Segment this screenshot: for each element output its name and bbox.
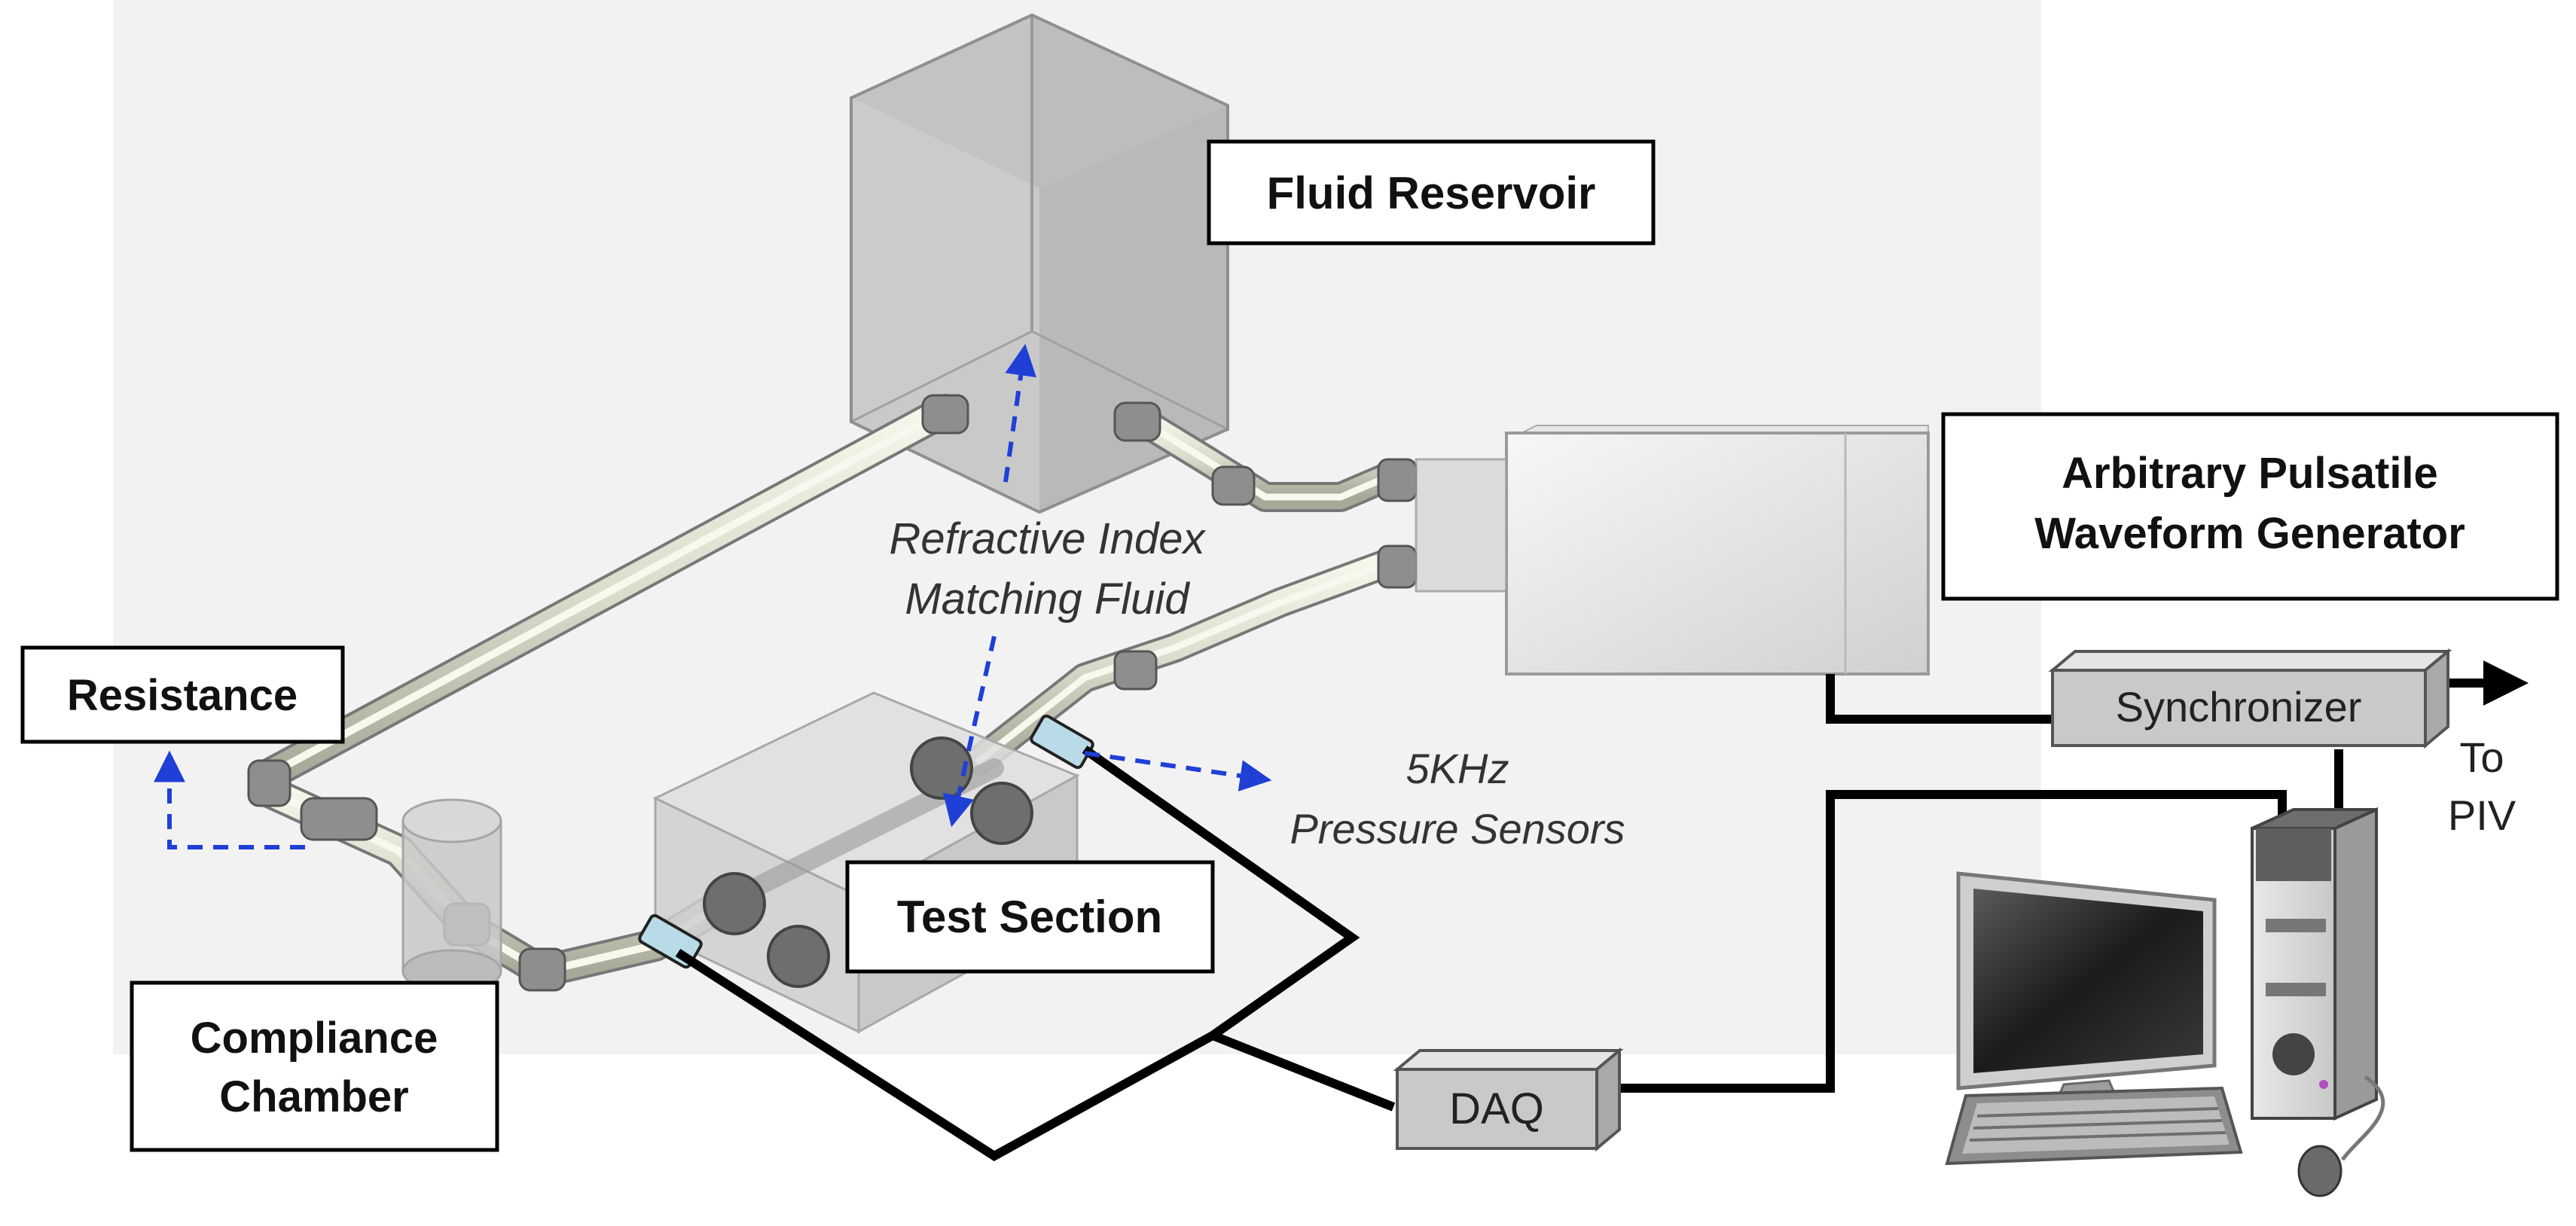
synchronizer-label: Synchronizer [2116,683,2362,730]
generator-label-line2: Waveform Generator [2034,509,2465,558]
generator-label-line1: Arbitrary Pulsatile [2062,449,2438,498]
label-waveform-generator: Arbitrary Pulsatile Waveform Generator [1941,412,2559,601]
waveform-generator-box [1415,425,1930,676]
fluid-label-line2: Matching Fluid [905,575,1190,624]
annotation-arrows [154,343,1272,849]
sensors-label-line2: Pressure Sensors [1290,805,1625,852]
keyboard-icon [1945,1086,2243,1166]
fluid-reservoir-tank [850,13,1229,514]
label-compliance-chamber: Compliance Chamber [130,980,499,1152]
test-section-label: Test Section [897,892,1162,942]
tubing [251,394,1409,988]
to-piv-label-line2: PIV [2448,791,2516,839]
sensors-label-line1: 5KHz [1406,745,1509,792]
daq-box: DAQ [1393,1047,1624,1152]
compliance-label-line1: Compliance [191,1014,438,1063]
fluid-reservoir-label: Fluid Reservoir [1267,168,1596,218]
pc-tower-icon [2251,807,2378,1121]
label-fluid-reservoir: Fluid Reservoir [1207,139,1656,246]
mouse-icon [2297,1075,2385,1197]
fluid-label-line1: Refractive Index [889,514,1206,563]
computer [1945,807,2385,1197]
signal-wires [675,660,2529,1161]
label-test-section: Test Section [845,860,1215,974]
compliance-chamber-cylinder [401,798,502,994]
daq-label: DAQ [1449,1084,1544,1133]
compliance-label-line2: Chamber [219,1072,408,1121]
label-resistance: Resistance [20,645,345,744]
resistance-label: Resistance [67,671,298,720]
monitor-icon [1956,871,2217,1127]
to-piv-label-line1: To [2459,733,2504,781]
synchronizer-box: Synchronizer [2048,648,2452,749]
